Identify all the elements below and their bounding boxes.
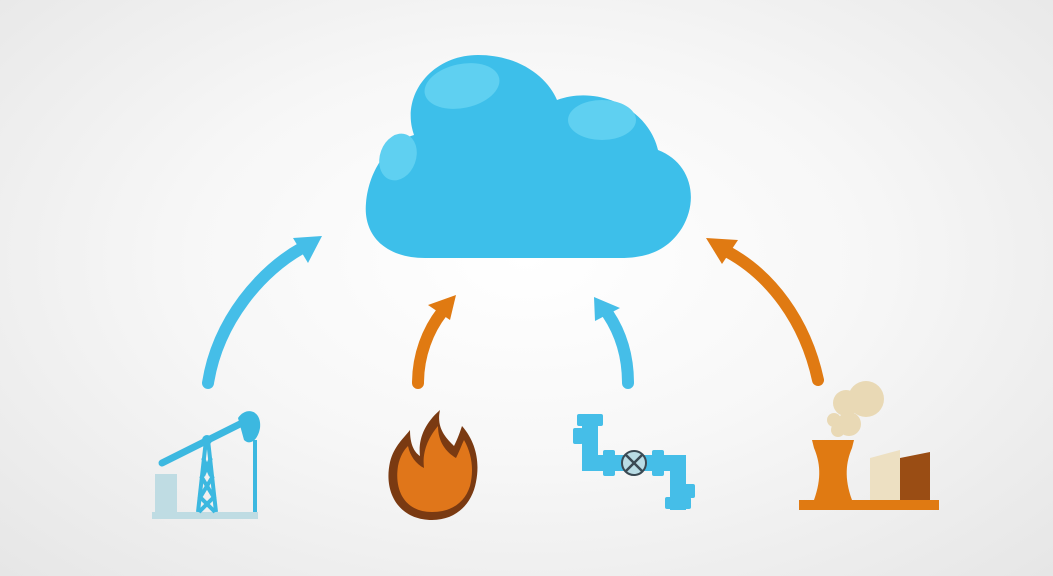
cloud-highlight <box>424 63 500 109</box>
arrow-oil-to-cloud <box>202 236 322 389</box>
factory-icon <box>799 381 939 510</box>
valve-wheel-icon <box>621 450 647 476</box>
cloud-icon <box>365 55 691 258</box>
factory-base <box>799 500 939 510</box>
pump-engine-box <box>155 474 177 512</box>
pump-base <box>152 512 258 519</box>
pump-horsehead <box>238 411 261 443</box>
pipeline-valve-icon <box>573 414 695 510</box>
arrow-fire-to-cloud <box>412 295 456 389</box>
cloud-highlight <box>379 133 417 181</box>
cooling-tower <box>812 440 854 500</box>
cloud-highlight <box>568 100 636 140</box>
smoke-icon <box>827 381 884 437</box>
pipe-vertical-right <box>670 455 686 510</box>
arrow-factory-to-cloud <box>706 238 824 386</box>
arrow-pipeline-to-cloud <box>594 297 634 389</box>
pump-tower <box>196 439 218 514</box>
flame-inner <box>397 426 472 512</box>
factory-building-dark <box>900 452 930 500</box>
flame-icon <box>388 410 478 520</box>
factory-building-light <box>870 450 900 500</box>
oil-pump-icon <box>152 411 261 519</box>
